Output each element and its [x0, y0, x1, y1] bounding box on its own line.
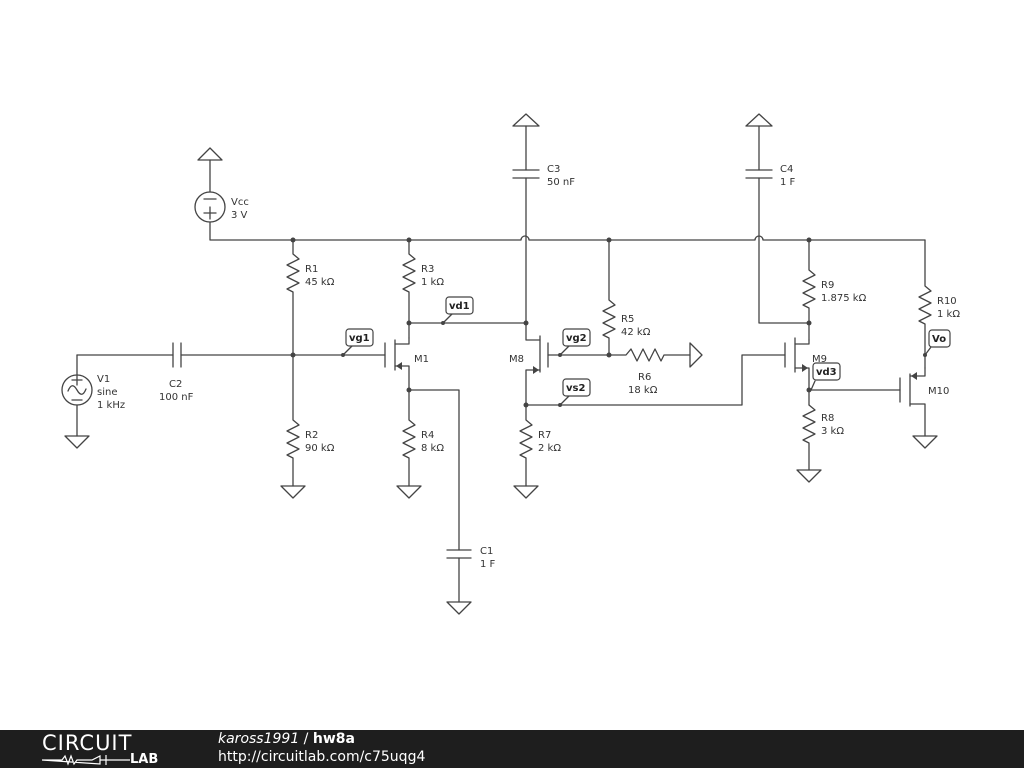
r8-ref-label: R8 — [821, 413, 834, 424]
r1-value-label: 45 kΩ — [305, 277, 335, 288]
r8-resistor: R8 3 kΩ — [796, 404, 844, 483]
logo-waveform-icon — [42, 754, 130, 766]
project-user-link[interactable]: kaross1991 — [218, 731, 300, 747]
r10-resistor: R10 1 kΩ — [918, 239, 960, 369]
c2-value-label: 100 nF — [159, 392, 194, 403]
r6-resistor: R6 18 kΩ — [547, 342, 703, 396]
r2-resistor: R2 90 kΩ — [280, 354, 335, 499]
m1-ref-label: M1 — [414, 354, 429, 365]
r5-value-label: 42 kΩ — [621, 327, 651, 338]
c1-capacitor: C1 1 F — [408, 389, 496, 615]
r1-resistor: R1 45 kΩ — [286, 239, 335, 356]
c2-ref-label: C2 — [169, 379, 182, 390]
r4-value-label: 8 kΩ — [421, 443, 444, 454]
r3-resistor: R3 1 kΩ — [402, 239, 444, 339]
v1-ref-label: V1 — [97, 374, 110, 385]
v1-source: V1 sine 1 kHz — [61, 354, 125, 449]
circuit-schematic: Vcc 3 V V1 sine 1 kHz C2 100 nF R1 45 kΩ… — [61, 113, 960, 615]
r1-ref-label: R1 — [305, 264, 318, 275]
vcc-rail — [209, 221, 926, 241]
c2-capacitor: C2 100 nF — [76, 342, 386, 403]
m8-ref-label: M8 — [509, 354, 524, 365]
probe-vd3[interactable]: vd3 — [810, 362, 841, 391]
c4-capacitor: C4 1 F — [745, 113, 810, 324]
project-separator: / — [299, 731, 313, 747]
probe-vd3-label: vd3 — [816, 367, 837, 378]
probe-vo[interactable]: Vo — [923, 329, 951, 357]
m9-transistor: M9 — [784, 337, 827, 406]
project-name-link[interactable]: hw8a — [312, 731, 355, 747]
r6-ref-label: R6 — [638, 372, 651, 383]
logo-top-text: CIRCUIT — [42, 731, 133, 755]
logo-bottom-text: LAB — [130, 752, 159, 767]
r6-value-label: 18 kΩ — [628, 385, 658, 396]
r9-resistor: R9 1.875 kΩ — [802, 239, 867, 341]
vcc-value-label: 3 V — [231, 210, 248, 221]
probe-vg1-label: vg1 — [349, 333, 370, 344]
r3-value-label: 1 kΩ — [421, 277, 444, 288]
probe-vo-label: Vo — [932, 334, 946, 345]
r2-value-label: 90 kΩ — [305, 443, 335, 454]
c4-value-label: 1 F — [780, 177, 796, 188]
schematic-canvas: Vcc 3 V V1 sine 1 kHz C2 100 nF R1 45 kΩ… — [61, 113, 960, 615]
r7-ref-label: R7 — [538, 430, 551, 441]
v1-type-label: sine — [97, 387, 117, 398]
c4-ref-label: C4 — [780, 164, 793, 175]
probe-vd1-label: vd1 — [449, 301, 470, 312]
r4-ref-label: R4 — [421, 430, 434, 441]
r10-ref-label: R10 — [937, 296, 957, 307]
junction-nodes — [290, 237, 812, 408]
vcc-ref-label: Vcc — [231, 197, 249, 208]
c3-value-label: 50 nF — [547, 177, 575, 188]
c1-value-label: 1 F — [480, 559, 496, 570]
r5-resistor: R5 42 kΩ — [602, 239, 651, 356]
r9-value-label: 1.875 kΩ — [821, 293, 867, 304]
probe-vg2[interactable]: vg2 — [558, 328, 591, 357]
probe-vs2-label: vs2 — [566, 383, 585, 394]
project-url-link[interactable]: http://circuitlab.com/c75uqg4 — [218, 749, 426, 765]
r3-ref-label: R3 — [421, 264, 434, 275]
m1-transistor: M1 — [384, 337, 429, 393]
vcc-source: Vcc 3 V — [194, 147, 249, 223]
r7-resistor: R7 2 kΩ — [513, 404, 561, 499]
circuitlab-logo[interactable]: CIRCUIT LAB — [42, 731, 182, 767]
footer-bar: CIRCUIT LAB kaross1991 / hw8a http://cir… — [0, 730, 1024, 768]
m9-ref-label: M9 — [812, 354, 827, 365]
m10-transistor: M10 — [899, 367, 949, 449]
probe-vg1[interactable]: vg1 — [341, 328, 374, 357]
r4-resistor: R4 8 kΩ — [396, 391, 444, 499]
m8-transistor: M8 — [509, 322, 549, 406]
r5-ref-label: R5 — [621, 314, 634, 325]
c3-ref-label: C3 — [547, 164, 560, 175]
c1-ref-label: C1 — [480, 546, 493, 557]
m10-ref-label: M10 — [928, 386, 949, 397]
r7-value-label: 2 kΩ — [538, 443, 561, 454]
r10-value-label: 1 kΩ — [937, 309, 960, 320]
r9-ref-label: R9 — [821, 280, 834, 291]
vs2-net — [525, 354, 786, 406]
project-title: kaross1991 / hw8a — [218, 731, 355, 747]
r8-value-label: 3 kΩ — [821, 426, 844, 437]
probe-vs2[interactable]: vs2 — [558, 378, 591, 407]
probe-vg2-label: vg2 — [566, 333, 587, 344]
v1-value-label: 1 kHz — [97, 400, 125, 411]
c3-capacitor: C3 50 nF — [512, 113, 575, 324]
r2-ref-label: R2 — [305, 430, 318, 441]
probe-vd1[interactable]: vd1 — [441, 296, 474, 325]
